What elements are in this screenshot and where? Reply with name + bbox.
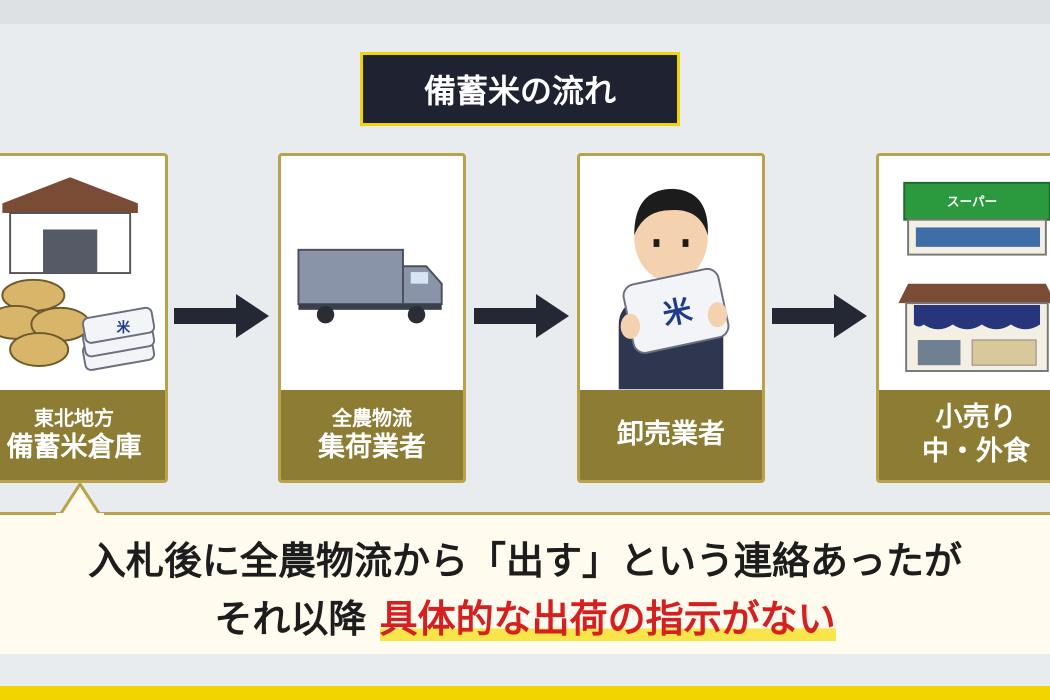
warehouse-illustration: 米 — [0, 177, 156, 371]
bottom-accent-bar — [0, 686, 1050, 700]
wholesaler-person-icon: 米 — [618, 188, 730, 390]
caption-line-1: 入札後に全農物流から「出す」という連絡あったが — [87, 539, 962, 583]
step-label-line: 小売り — [935, 402, 1017, 434]
step-card-warehouse: 米 東北地方 備蓄米倉庫 — [0, 153, 168, 483]
truck-icon — [297, 248, 443, 324]
retail-illustration: スーパー — [898, 181, 1050, 372]
person-illustration: 米 — [618, 188, 730, 390]
step-label-collector: 全農物流 集荷業者 — [281, 390, 463, 480]
diagram-title: 備蓄米の流れ — [360, 52, 680, 126]
rice-mark: 米 — [117, 319, 131, 336]
step-label-wholesaler: 卸売業者 — [580, 390, 762, 480]
step-card-wholesaler: 米 卸売業者 — [577, 153, 765, 483]
step-label-line: 東北地方 — [34, 405, 114, 430]
step-card-retail: スーパー 小売り 中・外食 — [876, 153, 1050, 483]
step-label-line: 卸売業者 — [617, 419, 725, 451]
supermarket-icon: スーパー — [903, 181, 1050, 256]
shop-icon — [898, 283, 1050, 372]
step-label-line: 集荷業者 — [318, 431, 426, 463]
warehouse-icon — [2, 177, 138, 275]
bubble-tail — [56, 482, 104, 518]
caption-plain-text: それ以降 — [214, 597, 380, 641]
step-label-retail: 小売り 中・外食 — [879, 390, 1050, 480]
step-label-line: 中・外食 — [922, 436, 1030, 467]
flow-arrow-icon — [174, 294, 269, 338]
supermarket-sign: スーパー — [947, 194, 997, 209]
step-label-line: 全農物流 — [332, 405, 412, 430]
step-label-line: 備蓄米倉庫 — [6, 431, 142, 463]
flow-arrow-icon — [772, 294, 867, 338]
caption-highlight-text: 具体的な出荷の指示がない — [379, 597, 836, 641]
truck-illustration — [297, 248, 443, 324]
rice-mark: 米 — [660, 293, 695, 332]
step-label-warehouse: 東北地方 備蓄米倉庫 — [0, 390, 165, 480]
background-band-top — [0, 0, 1050, 24]
flow-arrow-icon — [474, 294, 569, 338]
caption-line-2: それ以降 具体的な出荷の指示がない — [0, 588, 1050, 643]
rice-bags-icon: 米 — [0, 278, 156, 371]
step-card-collector: 全農物流 集荷業者 — [278, 153, 466, 483]
